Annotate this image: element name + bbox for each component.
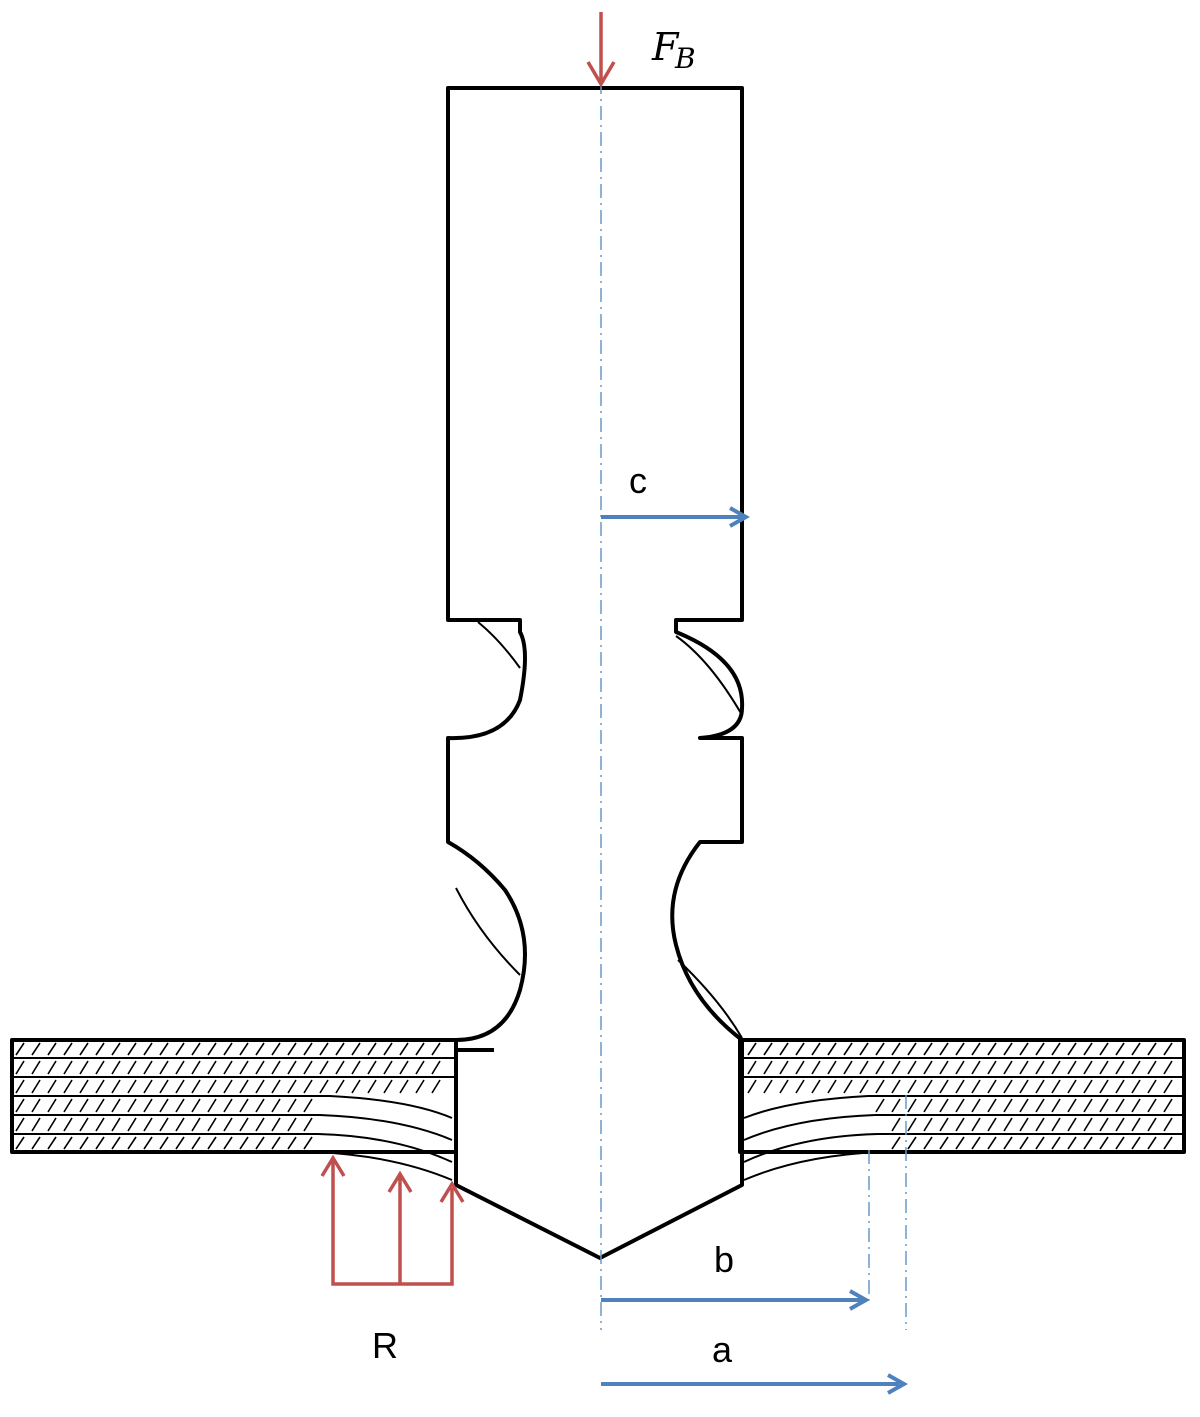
right-laminate-plate [738,1038,1186,1181]
applied-force-arrow [586,12,616,88]
force-label: F B [651,25,696,75]
reaction-force-arrows [320,1154,465,1286]
force-label-subscript: B [674,42,696,75]
left-laminate-plate [10,1038,458,1181]
fastener-body [446,86,745,1260]
reaction-label-text: R [372,1325,398,1366]
dimension-label-b: b [714,1239,734,1280]
force-label-main: F [651,25,680,69]
dimension-label-c: c [629,460,647,501]
dimension-label-a: a [712,1329,733,1370]
